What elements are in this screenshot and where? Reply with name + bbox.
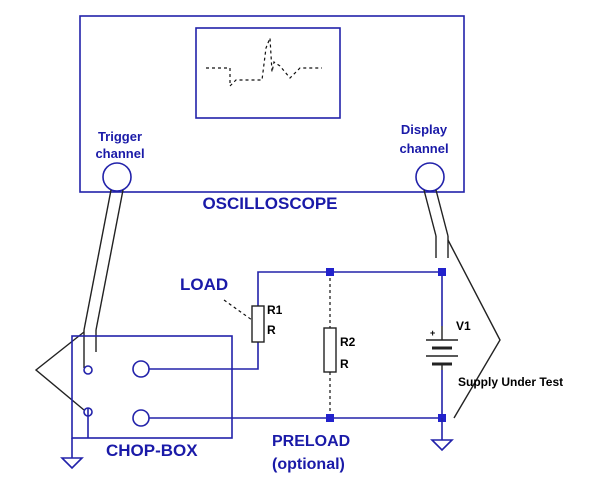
r1-value-label: R	[267, 323, 276, 337]
display-connector[interactable]	[415, 162, 445, 192]
node-bottom	[326, 414, 334, 422]
wire-load-return	[149, 342, 259, 370]
v1-name-label: V1	[456, 319, 471, 333]
display-label-line1: Display	[401, 122, 448, 137]
r2-name-label: R2	[340, 335, 356, 349]
load-label: LOAD	[180, 275, 228, 294]
r2-value-label: R	[340, 357, 349, 371]
node-top-right	[438, 268, 446, 276]
display-ground-lead	[447, 239, 501, 419]
node-top	[326, 268, 334, 276]
ground-symbol-left	[60, 457, 84, 470]
display-label-line2: channel	[399, 141, 448, 156]
r1-name-label: R1	[267, 303, 283, 317]
display-probe-cable	[423, 189, 437, 237]
ground-symbol-right	[430, 439, 454, 452]
resistor-r1	[251, 305, 265, 343]
v1-plus-label: +	[430, 328, 435, 338]
chop-box-jack-bottom[interactable]	[132, 409, 150, 427]
chop-box-terminal-1[interactable]	[83, 365, 93, 375]
oscilloscope-body	[79, 15, 465, 193]
load-pointer	[223, 299, 253, 321]
trigger-label-line2: channel	[95, 146, 144, 161]
chop-box-jack-top[interactable]	[132, 360, 150, 378]
supply-label: Supply Under Test	[458, 375, 563, 389]
preload-label-line2: (optional)	[272, 456, 345, 473]
oscilloscope-label: OSCILLOSCOPE	[202, 194, 337, 213]
trigger-connector[interactable]	[102, 162, 132, 192]
wire-top-rail	[257, 271, 443, 326]
trigger-ground-lead	[34, 331, 85, 411]
preload-label-line1: PRELOAD	[272, 433, 350, 450]
resistor-r2	[323, 327, 337, 373]
chop-box-label: CHOP-BOX	[106, 441, 198, 460]
oscilloscope-screen	[195, 27, 341, 119]
waveform-trace	[206, 37, 322, 88]
wire-bottom-rail	[149, 370, 443, 419]
trigger-probe-cable	[83, 189, 112, 331]
trigger-label-line1: Trigger	[98, 129, 142, 144]
chop-box	[71, 335, 233, 439]
battery-v1	[426, 326, 458, 370]
